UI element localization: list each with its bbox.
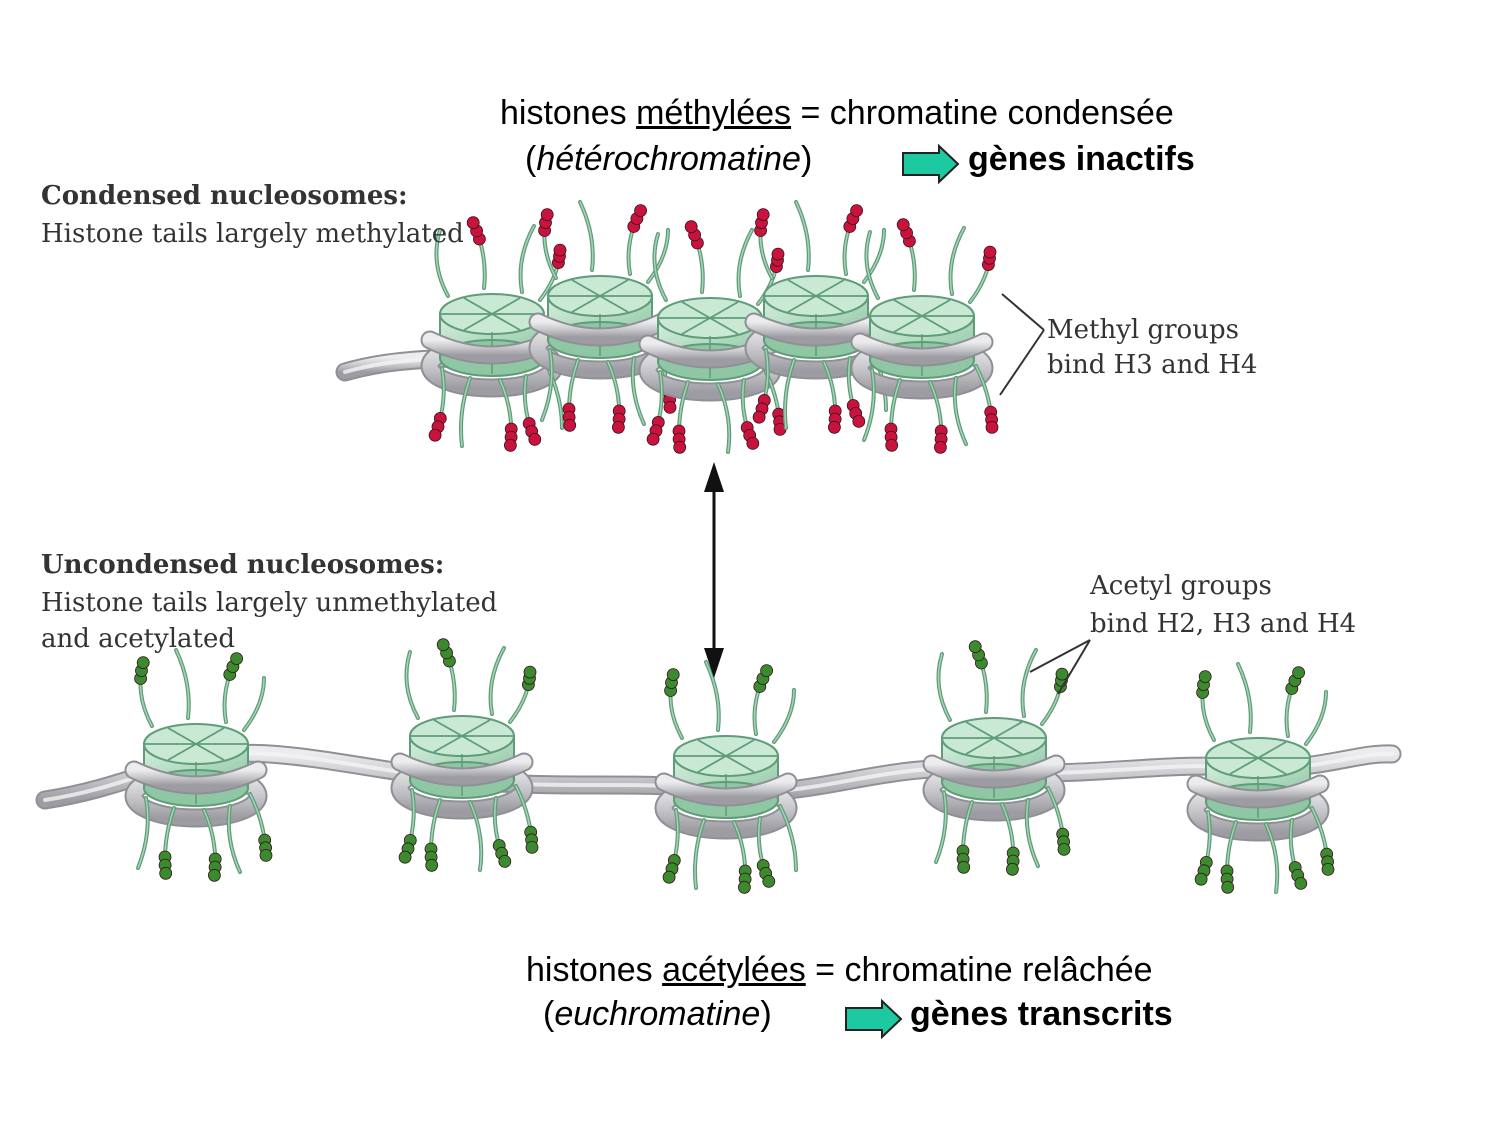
modification-bead [466,216,480,230]
modification-bead [666,668,680,681]
modification-bead [673,440,687,454]
acetyl-pointer [1029,639,1091,695]
modification-bead [896,218,910,232]
modification-bead [612,420,625,434]
close-paren: ) [760,995,772,1033]
modification-bead [398,850,412,864]
modification-bead [1055,667,1069,681]
result-arrow-top [902,143,960,185]
modification-bead [850,204,863,218]
bottom-result-text: gènes transcrits [910,995,1173,1033]
modification-bead [762,875,776,888]
euchromatin-term: euchromatine [554,995,761,1033]
modification-bead [934,440,947,454]
nucleosome-uncondensed [124,648,273,882]
modification-bead [1006,862,1019,876]
modification-bead [885,438,899,452]
modification-bead [540,208,554,222]
close-paren: ) [800,140,813,178]
condensed-description: Histone tails largely methylated [41,219,464,249]
uncondensed-description-line1: Histone tails largely unmethylated [41,588,498,618]
modification-bead [563,418,577,432]
uncondensed-description-line2: and acetylated [41,624,236,654]
uncondensed-heading: Uncondensed nucleosomes: [41,550,445,580]
modification-bead [503,438,517,452]
modification-bead [1194,872,1208,886]
nucleosome-uncondensed [1186,662,1335,894]
modification-bead [230,652,244,665]
modification-bead [207,868,221,882]
acetylated-word: acétylées [662,951,806,989]
modification-bead [553,243,567,257]
modification-bead [968,640,982,654]
open-paren: ( [525,140,537,178]
top-result-text: gènes inactifs [968,140,1195,178]
modification-bead [746,436,760,450]
modification-bead [663,400,677,414]
heterochromatin-term: hétérochromatine [536,140,801,178]
annotation-lines [999,293,1091,695]
modification-bead [428,428,442,442]
modification-bead [525,841,539,854]
nucleosome-condensed [850,218,999,454]
modification-bead [983,245,997,259]
condensed-heading: Condensed nucleosomes: [41,181,408,211]
nucleosome-uncondensed [922,640,1071,876]
top-caption-pre: histones [500,94,637,132]
top-caption-line1: histones méthylées = chromatine condensé… [500,94,1174,133]
modification-bead [436,638,450,652]
modification-bead [985,420,999,434]
modification-bead [738,880,751,894]
modification-bead [159,866,173,880]
modification-bead [1292,666,1305,679]
modification-bead [646,432,660,446]
acetyl-annotation-line2: bind H2, H3 and H4 [1090,609,1357,639]
modification-bead [498,855,512,868]
modification-bead [957,860,971,874]
nucleosome-uncondensed [654,660,798,894]
modification-bead [756,208,770,222]
modification-bead [771,247,785,261]
modification-bead [1198,670,1212,683]
modification-bead [684,220,698,234]
modification-bead [852,414,866,428]
bottom-caption-pre: histones [526,951,663,989]
top-caption-post: = chromatine condensée [791,94,1174,132]
modification-bead [1221,880,1235,894]
modification-bead [259,849,273,862]
modification-bead [828,420,841,434]
methylated-word: méthylées [636,94,792,132]
result-arrow-bottom [845,998,903,1040]
modification-bead [523,665,537,679]
methyl-annotation-line1: Methyl groups [1047,315,1239,345]
modification-bead [528,432,542,446]
modification-bead [1294,877,1308,890]
modification-bead [634,204,647,218]
bottom-caption-line2: (euchromatine) [543,995,772,1034]
methyl-bracket [999,293,1045,396]
modification-bead [752,410,766,424]
open-paren: ( [543,995,555,1033]
acetyl-annotation-line1: Acetyl groups [1090,571,1272,601]
modification-bead [760,664,773,677]
modification-bead [1321,863,1335,876]
methyl-annotation-line2: bind H3 and H4 [1047,350,1258,380]
bottom-caption-line1: histones acétylées = chromatine relâchée [526,951,1153,990]
top-caption-line2: (hétérochromatine) [525,140,812,179]
modification-bead [136,656,150,669]
bottom-caption-post: = chromatine relâchée [805,951,1153,989]
modification-bead [1057,843,1071,856]
modification-bead [662,870,676,884]
transition-arrow [704,462,724,678]
nucleosomes [124,200,1335,894]
nucleosome-condensed [744,200,888,434]
nucleosome-uncondensed [390,638,539,872]
modification-bead [425,858,439,872]
